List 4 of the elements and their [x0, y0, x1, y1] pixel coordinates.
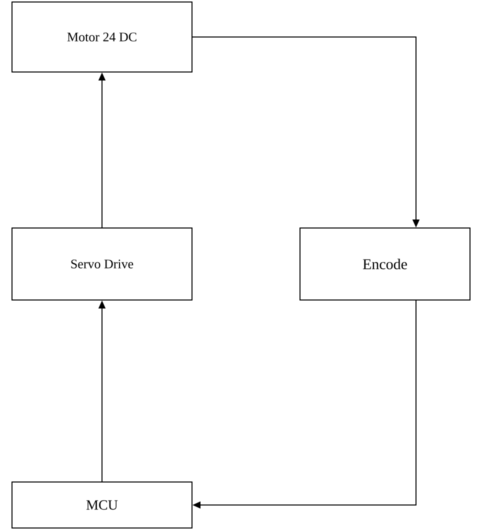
- process-box: MCU: [12, 482, 192, 528]
- process-box: Servo Drive: [12, 228, 192, 300]
- process-box: Encode: [300, 228, 470, 300]
- process-box: Motor 24 DC: [12, 2, 192, 72]
